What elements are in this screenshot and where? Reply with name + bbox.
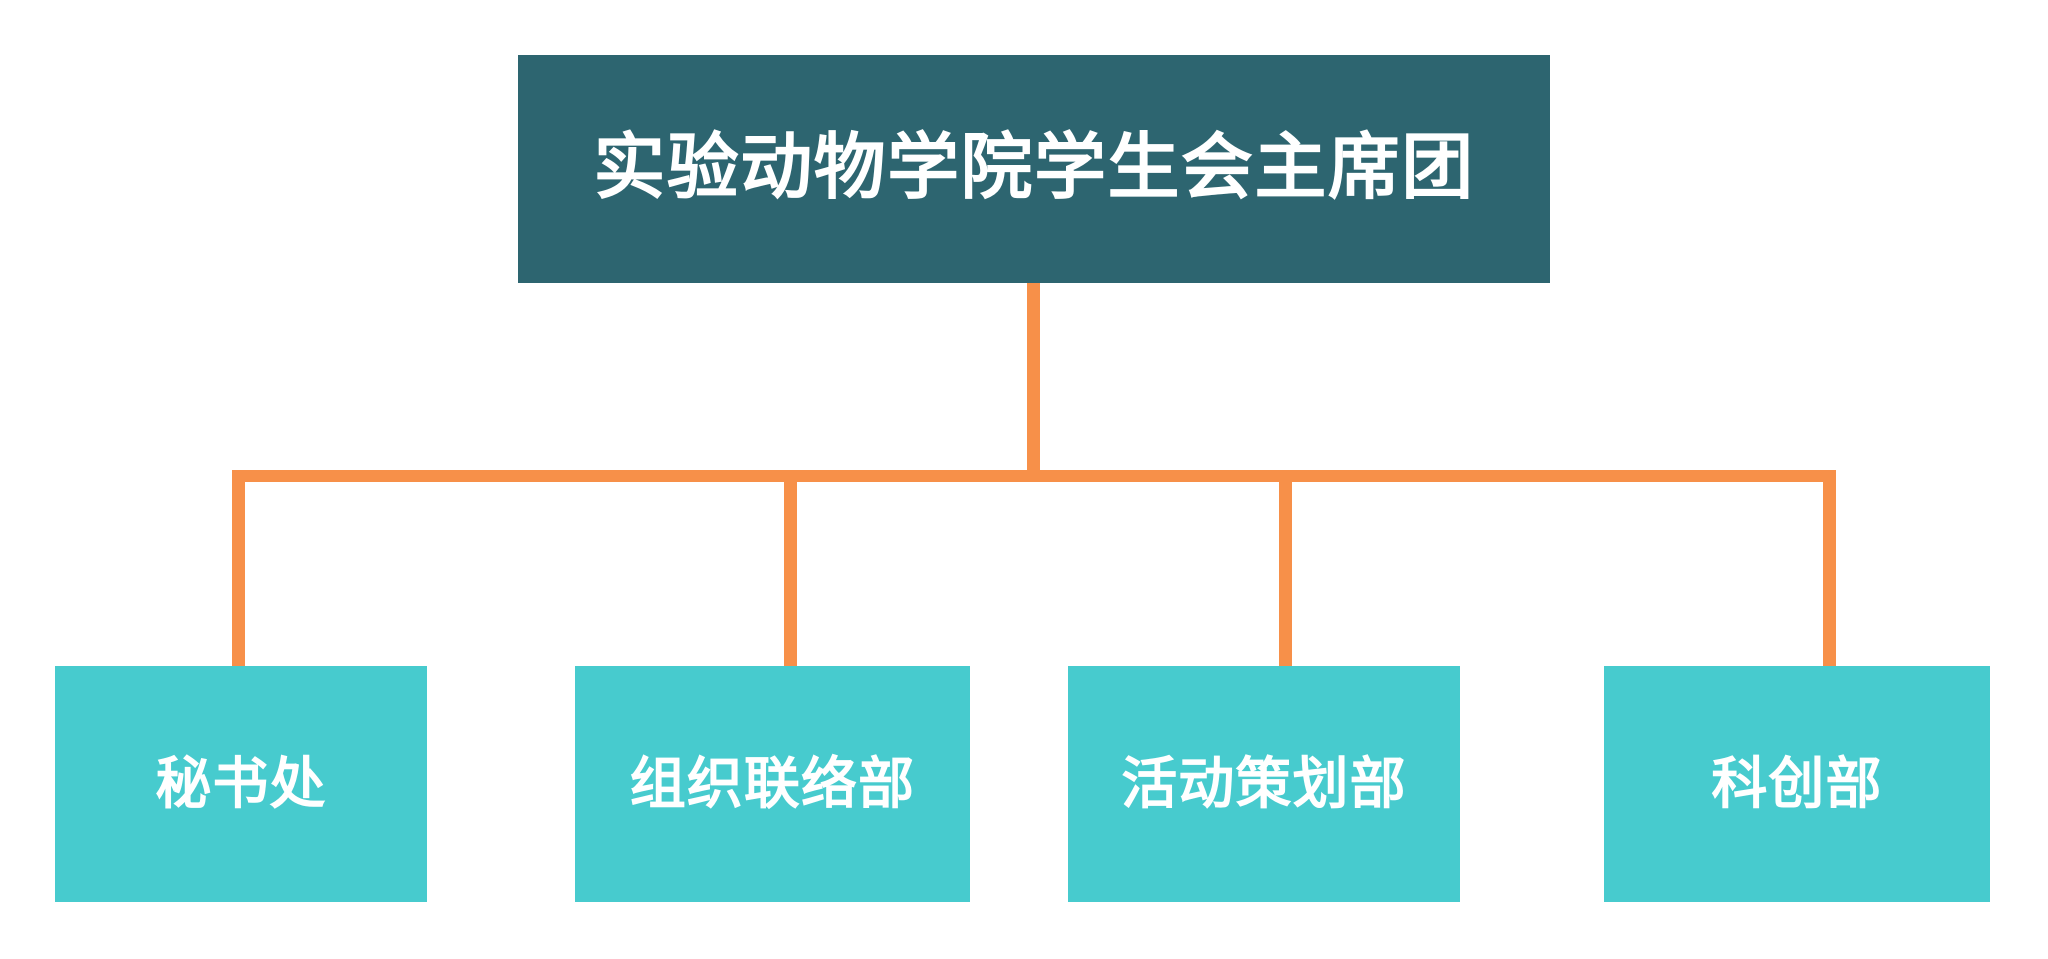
connector-drop-4	[1823, 470, 1836, 666]
connector-drop-3	[1279, 470, 1292, 666]
org-node-child-4-label: 科创部	[1711, 752, 1883, 816]
org-node-child-3-label: 活动策划部	[1121, 752, 1407, 816]
connector-horizontal-bus	[232, 470, 1836, 482]
org-node-root-label: 实验动物学院学生会主席团	[593, 128, 1475, 209]
org-node-child-3[interactable]: 活动策划部	[1068, 666, 1460, 902]
org-node-child-2[interactable]: 组织联络部	[575, 666, 970, 902]
org-node-child-1-label: 秘书处	[155, 752, 327, 816]
connector-drop-1	[232, 470, 245, 666]
org-node-child-4[interactable]: 科创部	[1604, 666, 1990, 902]
org-node-root[interactable]: 实验动物学院学生会主席团	[518, 55, 1550, 283]
connector-drop-2	[784, 470, 797, 666]
org-node-child-1[interactable]: 秘书处	[55, 666, 427, 902]
connector-root-stem	[1027, 283, 1040, 482]
org-node-child-2-label: 组织联络部	[629, 752, 916, 816]
